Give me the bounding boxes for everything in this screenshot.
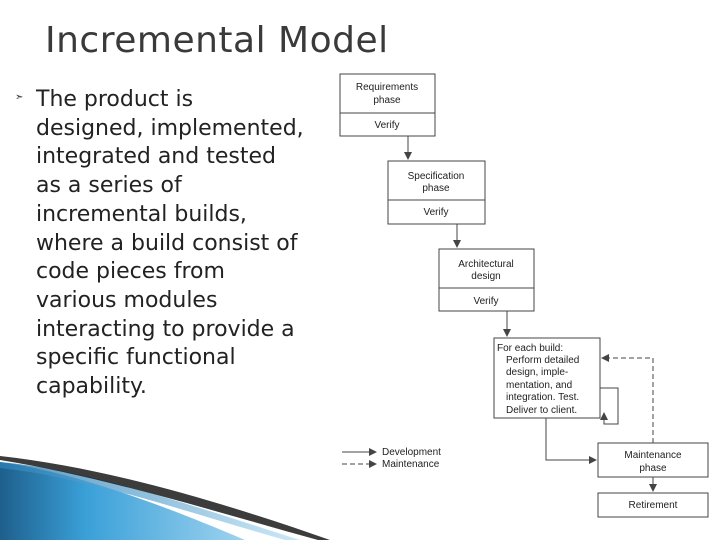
bullet-icon: ➣: [15, 92, 24, 103]
maintenance-label-line2: phase: [639, 463, 667, 474]
retirement-box: [597, 492, 709, 518]
maintenance-label-line1: Maintenance: [624, 450, 682, 461]
build-box: [493, 337, 601, 419]
bullet-text: The product is designed, implemented, in…: [36, 86, 336, 402]
bullet-line: specific functional: [36, 345, 236, 371]
architectural-label-line2: design: [471, 271, 500, 282]
requirements-verify: Verify: [374, 120, 399, 131]
build-line: For each build:: [497, 343, 563, 354]
specification-verify: Verify: [423, 207, 448, 218]
bullet-line: incremental builds,: [36, 201, 247, 227]
bullet-line: code pieces from: [36, 259, 225, 285]
bullet-line: interacting to provide a: [36, 316, 295, 342]
bullet-line: where a build consist of: [36, 230, 298, 256]
build-line: Perform detailed: [506, 355, 579, 366]
bullet-line: The product is: [36, 87, 194, 112]
bullet-line: integrated and tested: [36, 144, 276, 170]
architectural-verify: Verify: [473, 296, 498, 307]
specification-label-line2: phase: [422, 183, 450, 194]
specification-phase-box: [387, 160, 486, 225]
maintenance-feedback-arrow: [601, 354, 654, 443]
arrow-build-loop: [600, 387, 619, 425]
retirement-label: Retirement: [629, 500, 678, 511]
bullet-line: capability.: [36, 374, 147, 400]
specification-label-line1: Specification: [408, 171, 465, 182]
build-line: design, imple-: [506, 367, 568, 378]
legend-maintenance-label: Maintenance: [382, 459, 440, 470]
architectural-design-box: [438, 248, 535, 312]
slide-title: Incremental Model: [45, 20, 389, 61]
legend-development-label: Development: [382, 447, 441, 458]
arrow-build-to-maintenance: [545, 418, 597, 464]
build-line: Deliver to client.: [506, 405, 577, 416]
maintenance-phase-box: [597, 442, 709, 478]
architectural-label-line1: Architectural: [458, 259, 514, 270]
requirements-label-line1: Requirements: [356, 82, 418, 93]
bullet-line: various modules: [36, 287, 218, 313]
requirements-phase-box: [339, 73, 436, 137]
bullet-line: as a series of: [36, 173, 182, 199]
bullet-line: designed, implemented,: [36, 115, 304, 141]
build-line: mentation, and: [506, 380, 572, 391]
requirements-label-line2: phase: [373, 95, 401, 106]
build-line: integration. Test.: [506, 392, 579, 403]
